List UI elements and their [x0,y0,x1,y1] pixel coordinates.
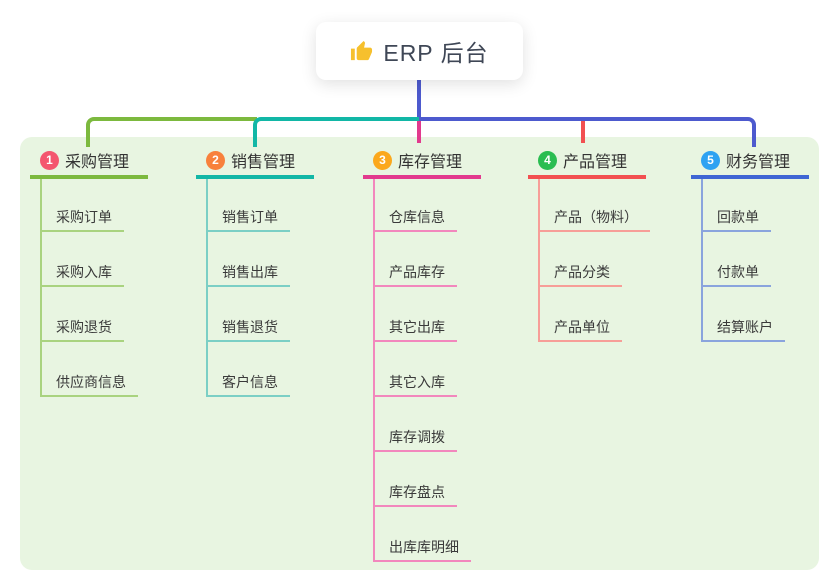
child-node[interactable]: 采购退货 [40,318,124,342]
branch-1-label: 采购管理 [65,154,130,171]
branch-4-label: 产品管理 [563,154,628,171]
branch-4-badge: 4 [538,150,557,170]
branch-1-spine [40,179,42,397]
thumbs-up-icon [350,40,373,63]
connector-branch-2 [253,117,423,147]
branch-5-label: 财务管理 [726,154,791,171]
connector-branch-4 [581,121,585,143]
branch-5-node[interactable]: 5 财务管理 [691,149,809,179]
child-node[interactable]: 结算账户 [701,318,785,342]
child-node[interactable]: 库存盘点 [373,483,457,507]
child-node[interactable]: 出库库明细 [373,538,471,562]
child-node[interactable]: 客户信息 [206,373,290,397]
root-node[interactable]: ERP 后台 [316,22,523,80]
branch-3-label: 库存管理 [398,154,463,171]
child-node[interactable]: 采购入库 [40,263,124,287]
child-node[interactable]: 销售退货 [206,318,290,342]
child-node[interactable]: 库存调拨 [373,428,457,452]
branch-4-node[interactable]: 4 产品管理 [528,149,646,179]
branch-3-node[interactable]: 3 库存管理 [363,149,481,179]
child-node[interactable]: 采购订单 [40,208,124,232]
child-node[interactable]: 产品单位 [538,318,622,342]
branch-1-badge: 1 [40,150,59,170]
child-node[interactable]: 产品（物料） [538,208,650,232]
child-node[interactable]: 其它出库 [373,318,457,342]
child-node[interactable]: 销售出库 [206,263,290,287]
branch-5-badge: 5 [701,150,720,170]
branch-2-badge: 2 [206,150,225,170]
connector-branch-1 [86,117,257,147]
child-node[interactable]: 产品库存 [373,263,457,287]
branch-4: 4 产品管理 产品（物料） 产品分类 产品单位 [528,149,678,342]
connector-branch-3 [417,121,421,143]
child-node[interactable]: 其它入库 [373,373,457,397]
connector-branch-5 [419,117,756,147]
branch-5-spine [701,179,703,342]
branch-3: 3 库存管理 仓库信息 产品库存 其它出库 其它入库 库存调拨 库存盘点 出库库… [363,149,513,562]
branch-3-spine [373,179,375,562]
branch-2-label: 销售管理 [231,154,296,171]
child-node[interactable]: 产品分类 [538,263,622,287]
branch-2-spine [206,179,208,397]
child-node[interactable]: 仓库信息 [373,208,457,232]
branch-5: 5 财务管理 回款单 付款单 结算账户 [691,149,839,342]
branch-1-node[interactable]: 1 采购管理 [30,149,148,179]
child-node[interactable]: 供应商信息 [40,373,138,397]
branch-2-node[interactable]: 2 销售管理 [196,149,314,179]
child-node[interactable]: 回款单 [701,208,771,232]
root-node-label: ERP 后台 [383,40,489,66]
branch-1: 1 采购管理 采购订单 采购入库 采购退货 供应商信息 [30,149,180,397]
branch-4-spine [538,179,540,342]
child-node[interactable]: 付款单 [701,263,771,287]
root-stem-connector [417,80,421,118]
branch-3-badge: 3 [373,150,392,170]
child-node[interactable]: 销售订单 [206,208,290,232]
mindmap-panel [20,137,819,570]
branch-2: 2 销售管理 销售订单 销售出库 销售退货 客户信息 [196,149,346,397]
